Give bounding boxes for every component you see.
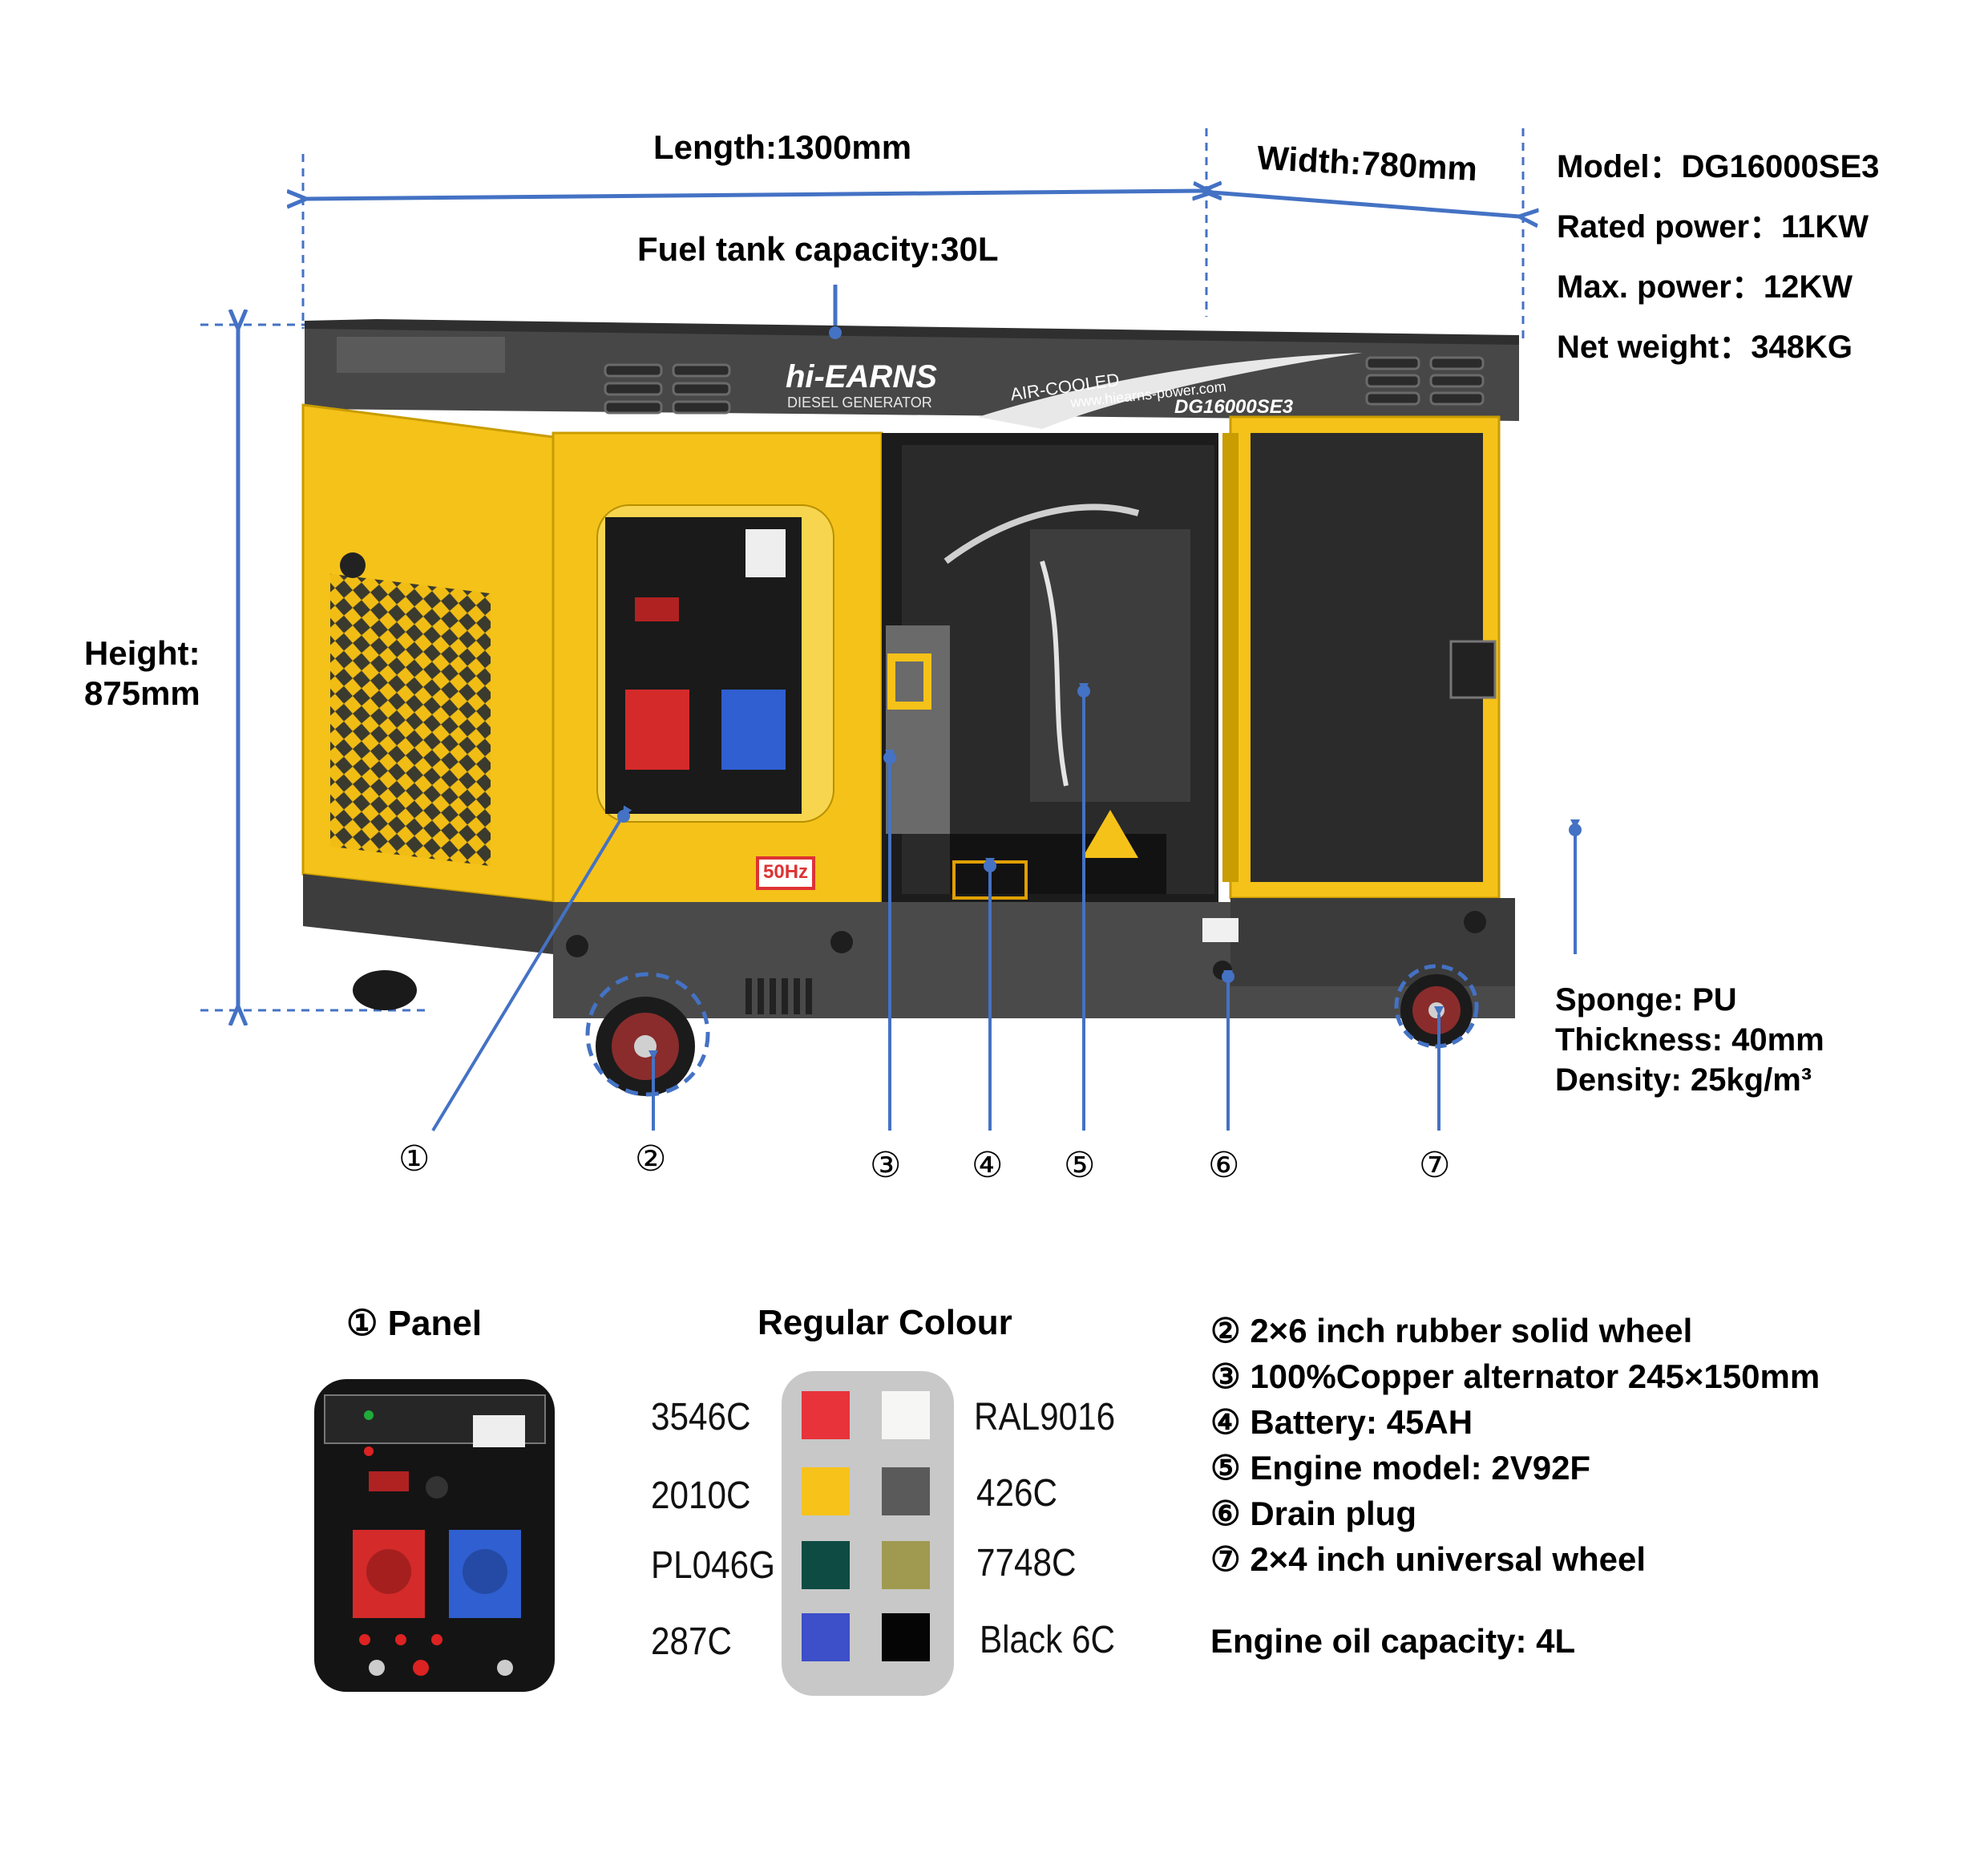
dimension-arrows [238,191,1519,1006]
feature-battery: ④ Battery: 45AH [1210,1403,1473,1441]
swatch-black-6c [882,1613,930,1661]
feature-alternator: ③ 100%Copper alternator 245×150mm [1210,1357,1820,1395]
feature-drain-plug: ⑥ Drain plug [1210,1495,1416,1532]
swatch-7748c [882,1541,930,1589]
frequency-badge: 50Hz [763,861,809,883]
sponge-density: Density: 25kg/m³ [1555,1062,1812,1098]
panel-detail-image [314,1379,555,1692]
colour-code-pl046g: PL046G [651,1544,776,1587]
sponge-thickness: Thickness: 40mm [1555,1022,1824,1058]
generator-body [301,319,1519,1097]
model-badge: DG16000SE3 [1174,396,1294,418]
feature-universal-wheel: ⑦ 2×4 inch universal wheel [1210,1540,1647,1578]
colour-code-287c: 287C [651,1620,732,1663]
callout-1: ① [398,1139,430,1179]
brand-subtitle: DIESEL GENERATOR [787,394,932,411]
callout-4: ④ [972,1145,1004,1186]
brand-logo: hi-EARNS [786,359,937,394]
height-label: Height: 875mm [84,633,200,714]
colour-code-ral9016: RAL9016 [974,1396,1116,1438]
colour-code-black-6c: Black 6C [980,1619,1116,1661]
max-power-spec: Max. power：12KW [1557,269,1853,305]
rated-power-spec: Rated power：11KW [1557,209,1869,245]
net-weight-spec: Net weight：348KG [1557,330,1853,365]
swatch-3546c [802,1391,850,1439]
sponge-material: Sponge: PU [1555,982,1737,1017]
model-spec: Model：DG16000SE3 [1557,149,1880,184]
swatch-pl046g [802,1541,850,1589]
swatch-287c [802,1613,850,1661]
callout-leaders [431,683,1580,1132]
colour-code-7748c: 7748C [976,1542,1077,1584]
callout-7: ⑦ [1419,1145,1451,1186]
panel-title: ① Panel [346,1304,483,1343]
swatch-426c [882,1467,930,1515]
colour-code-3546c: 3546C [651,1396,751,1438]
callout-3: ③ [870,1145,902,1186]
callout-2: ② [635,1139,667,1179]
callout-6: ⑥ [1208,1145,1240,1186]
colour-title: Regular Colour [758,1303,1012,1342]
swatch-ral9016 [882,1391,930,1439]
fuel-tank-label: Fuel tank capacity:30L [637,230,999,268]
height-label-line1: Height: [84,634,200,672]
swatch-2010c [802,1467,850,1515]
engine-oil-capacity: Engine oil capacity: 4L [1210,1622,1576,1660]
feature-engine: ⑤ Engine model: 2V92F [1210,1449,1591,1487]
colour-code-2010c: 2010C [651,1475,751,1517]
feature-wheel: ② 2×6 inch rubber solid wheel [1210,1312,1693,1349]
callout-5: ⑤ [1064,1145,1096,1186]
height-label-line2: 875mm [84,674,200,712]
colour-code-426c: 426C [976,1472,1057,1515]
length-label: Length:1300mm [653,128,912,166]
